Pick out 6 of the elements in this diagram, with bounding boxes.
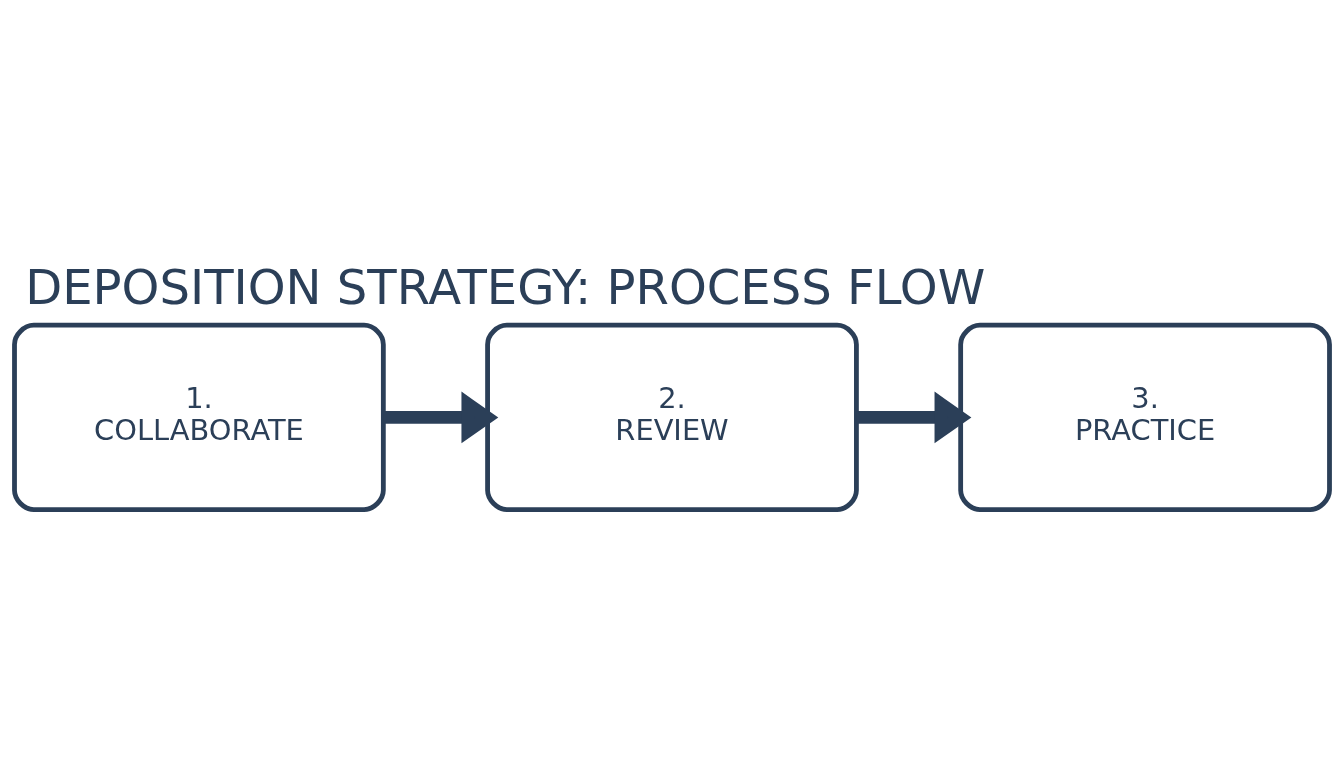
node-box: 2. REVIEW (485, 322, 859, 512)
node-box: 1. COLLABORATE (12, 322, 386, 512)
arrow (856, 391, 972, 443)
arrow (383, 391, 499, 443)
node-box: 3. PRACTICE (958, 322, 1332, 512)
diagram-title: DEPOSITION STRATEGY: PROCESS FLOW (25, 258, 986, 315)
